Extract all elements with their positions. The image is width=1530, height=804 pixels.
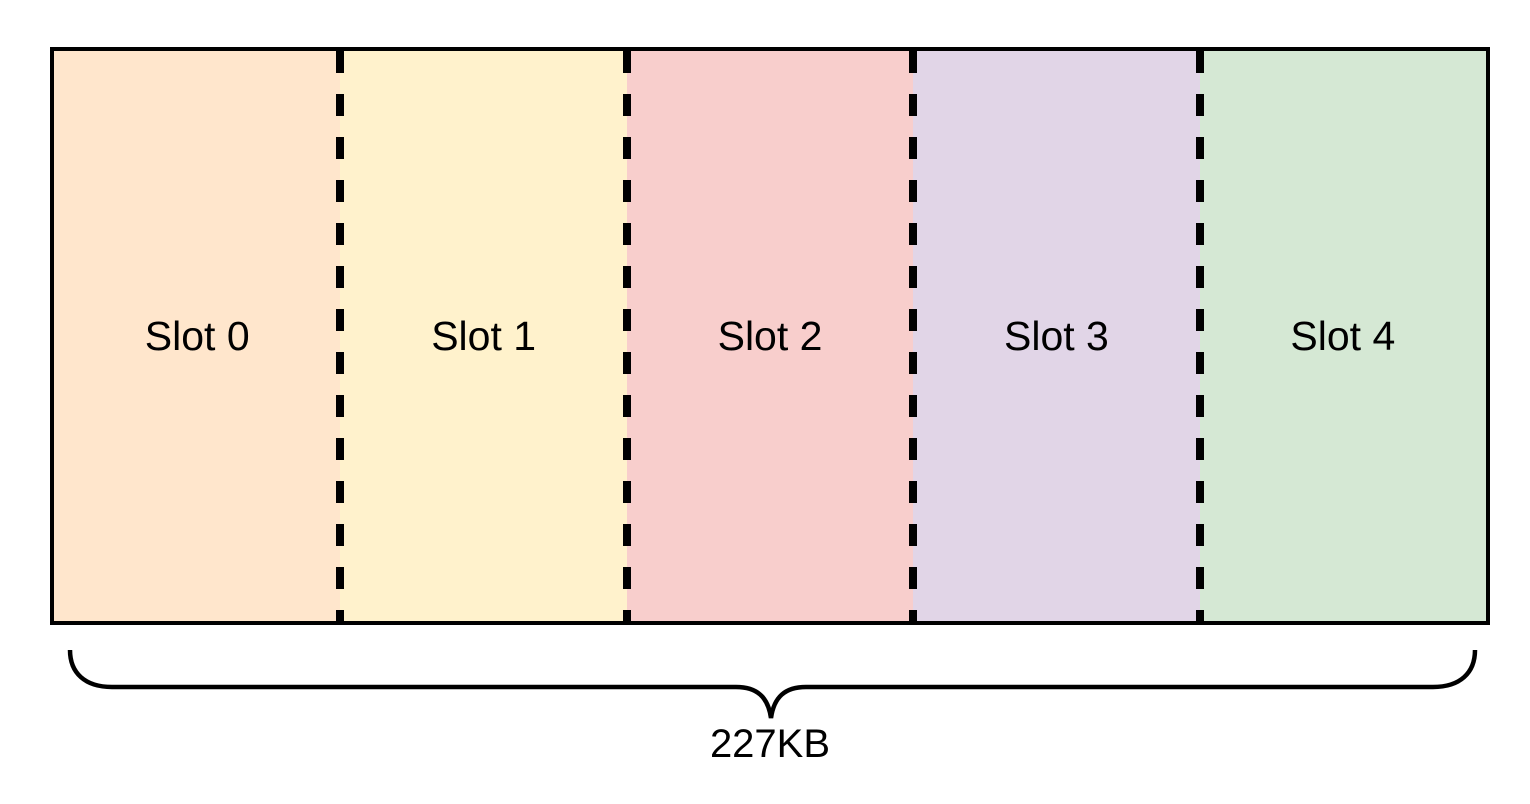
slot-2: Slot 2 (626, 51, 914, 621)
slot-1-label: Slot 1 (431, 312, 537, 359)
slot-0: Slot 0 (54, 51, 341, 621)
total-size-brace-icon (67, 649, 1478, 719)
slot-1: Slot 1 (340, 51, 627, 621)
slot-4-label: Slot 4 (1290, 312, 1396, 359)
slot-0-label: Slot 0 (144, 312, 250, 359)
slot-4: Slot 4 (1199, 51, 1487, 621)
slots-container: Slot 0 Slot 1 Slot 2 Slot 3 Slot 4 (50, 47, 1490, 625)
slot-3-label: Slot 3 (1004, 312, 1109, 359)
total-size-label: 227KB (709, 722, 831, 766)
slot-3: Slot 3 (913, 51, 1200, 621)
slot-2-label: Slot 2 (717, 312, 823, 359)
